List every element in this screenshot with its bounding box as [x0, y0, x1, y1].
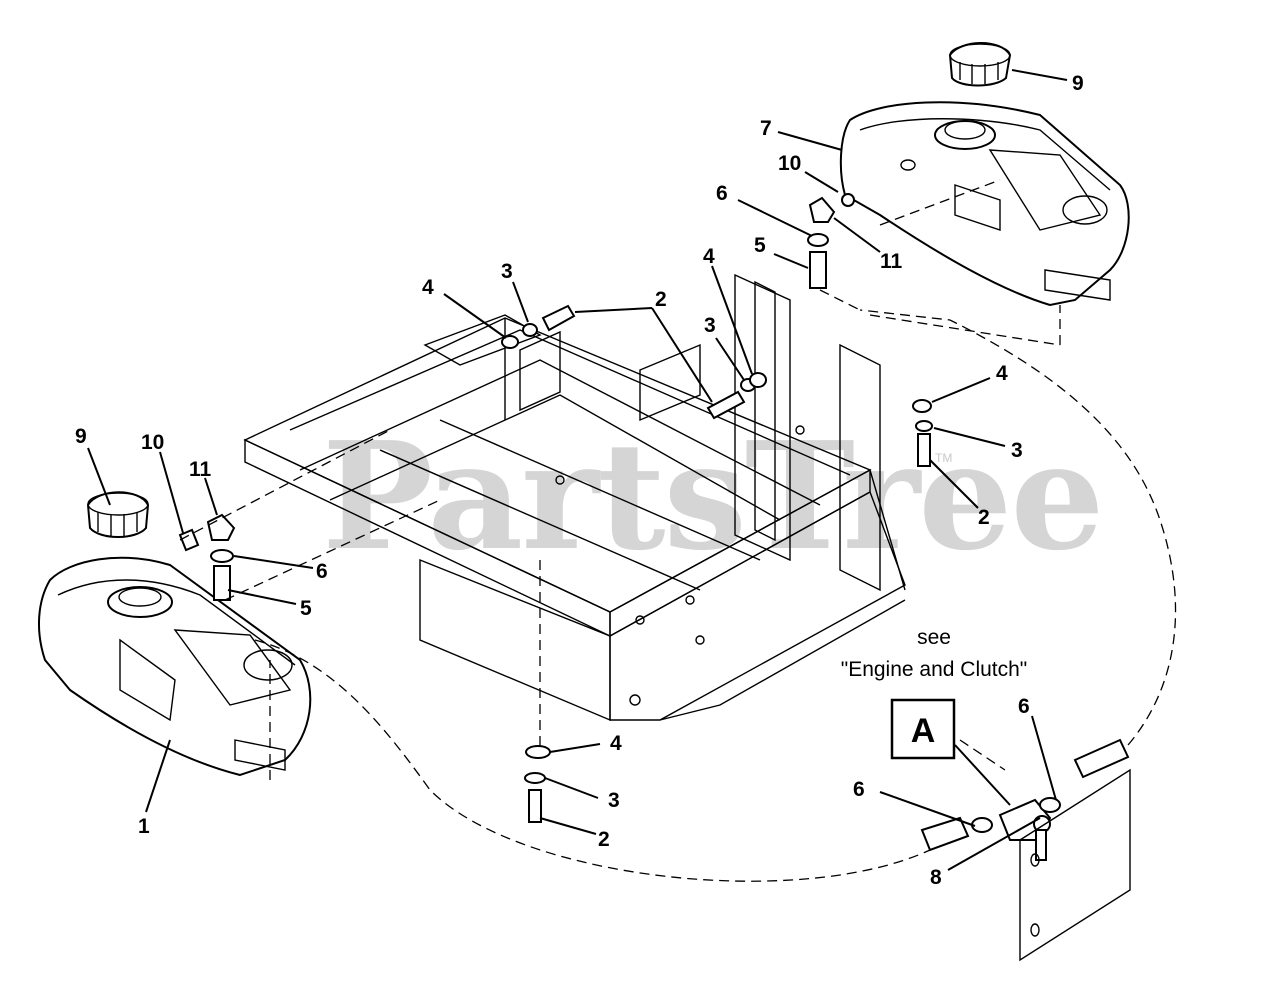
callout-right-grommet: 10: [778, 152, 801, 175]
reference-see-text: see: [917, 626, 951, 649]
callout-top-washer-mid: 4: [703, 245, 715, 268]
watermark-trademark: TM: [935, 451, 952, 465]
callout-top-bolt: 2: [655, 288, 667, 311]
callout-left-elbow: 11: [189, 458, 212, 481]
callout-bottom-bolt: 2: [598, 828, 610, 851]
callout-right-lockwasher: 3: [1011, 439, 1023, 462]
callout-right-hose: 5: [754, 234, 766, 257]
callout-labels: 9 7 10 11 6 5 4 3 2 4 3 4 3 2 9 10 11 6 …: [75, 72, 1084, 889]
fuel-tank-right: [839, 101, 1130, 307]
fuel-tank-left: [37, 556, 312, 777]
reference-section-text: "Engine and Clutch": [841, 658, 1028, 681]
tank-right-fittings: [807, 193, 855, 289]
hardware-top-mid: [706, 372, 767, 420]
fuel-hose-segments: [920, 738, 1130, 852]
hardware-right: [912, 399, 933, 467]
callout-left-clamp: 6: [316, 560, 328, 583]
callout-left-tank: 1: [138, 815, 150, 838]
tank-left-cap: [86, 491, 150, 538]
mower-frame: [243, 273, 906, 722]
leader-lines: [87, 69, 1068, 871]
callout-left-hose: 5: [300, 597, 312, 620]
callout-right-clamp: 6: [716, 182, 728, 205]
fuel-line-routing: [179, 179, 1177, 882]
callout-valve: 8: [930, 866, 942, 889]
engine-clutch-reference: see "Engine and Clutch" A: [841, 626, 1028, 760]
callout-right-tank: 7: [760, 117, 772, 140]
callout-right-washer: 4: [996, 362, 1008, 385]
callout-right-bolt: 2: [978, 506, 990, 529]
callout-left-grommet: 10: [141, 431, 164, 454]
hardware-bottom: [524, 745, 551, 823]
reference-box-label: A: [911, 712, 936, 750]
mounting-bracket-plate: [1019, 768, 1131, 962]
hardware-top-left: [501, 304, 576, 349]
callout-top-lockwasher-left: 3: [501, 260, 513, 283]
callout-left-cap: 9: [75, 425, 87, 448]
reference-box: [890, 698, 956, 760]
callout-bottom-washer: 4: [610, 732, 622, 755]
tank-left-fittings: [178, 513, 236, 601]
fuel-shutoff-valve: [971, 797, 1061, 861]
callout-valve-clamp-lower: 6: [853, 778, 865, 801]
callout-valve-clamp-upper: 6: [1018, 695, 1030, 718]
callout-bottom-lockwasher: 3: [608, 789, 620, 812]
callout-right-cap: 9: [1072, 72, 1084, 95]
tank-right-cap: [948, 42, 1012, 87]
callout-right-elbow: 11: [880, 250, 903, 273]
callout-top-washer-left: 4: [422, 276, 434, 299]
callout-top-lockwasher-mid: 3: [704, 314, 716, 337]
